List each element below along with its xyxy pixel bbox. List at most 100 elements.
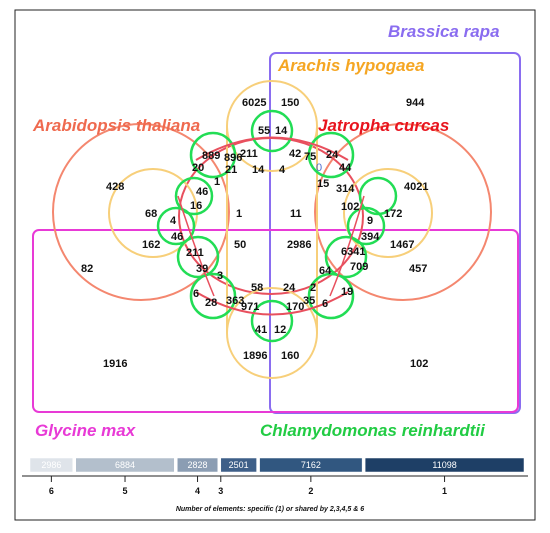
- count: 15: [317, 178, 329, 190]
- count: 172: [384, 208, 402, 220]
- count: 42: [289, 148, 301, 160]
- count: 24: [326, 149, 339, 161]
- summary-bar-chart: 2986 6884 2828 2501 7162 11098: [29, 457, 525, 473]
- summary-bar-label: 2828: [188, 460, 208, 470]
- count: 394: [361, 231, 380, 243]
- count: 6341: [341, 246, 365, 258]
- count: 211: [240, 148, 258, 160]
- summary-tick-label: 2: [308, 486, 313, 496]
- chlamy-circle-2: [189, 131, 237, 179]
- count: 6: [322, 298, 328, 310]
- summary-bar: [259, 457, 363, 473]
- count: 28: [205, 297, 217, 309]
- count: 46: [171, 231, 183, 243]
- count: 24: [283, 282, 296, 294]
- chlamy-circle-3: [307, 131, 355, 179]
- count: 44: [339, 162, 352, 174]
- count: 82: [81, 263, 93, 275]
- chlamy-circle-1: [250, 109, 294, 153]
- count: 50: [234, 239, 246, 251]
- summary-bar: [220, 457, 257, 473]
- count: 1467: [390, 239, 414, 251]
- summary-tick-label: 4: [195, 486, 200, 496]
- count: 896: [224, 152, 242, 164]
- count: 19: [341, 286, 353, 298]
- count: 12: [274, 324, 286, 336]
- count: 64: [319, 265, 332, 277]
- count: 2986: [287, 239, 311, 251]
- count: 944: [406, 97, 425, 109]
- chlamy-circle-9: [324, 235, 368, 279]
- summary-bar-label: 2986: [41, 460, 61, 470]
- chlamy-circle-7: [346, 206, 386, 246]
- count: 4: [170, 215, 177, 227]
- count: 58: [251, 282, 263, 294]
- count: 16: [190, 200, 202, 212]
- count: 4: [279, 164, 286, 176]
- count: 160: [281, 350, 299, 362]
- summary-bar-label: 2501: [229, 460, 249, 470]
- chlamy-circle-4: [174, 176, 214, 216]
- count: 14: [275, 125, 288, 137]
- count: 3: [217, 270, 223, 282]
- summary-bar: [75, 457, 175, 473]
- count: 170: [286, 301, 304, 313]
- count: 1916: [103, 358, 127, 370]
- count: 971: [241, 301, 259, 313]
- chlamy-circle-8: [176, 235, 220, 279]
- count: 102: [410, 358, 428, 370]
- label-brassica-rapa: Brassica rapa: [388, 22, 500, 41]
- summary-tick-label: 3: [218, 486, 223, 496]
- count: 1896: [243, 350, 267, 362]
- label-glycine-max: Glycine max: [35, 421, 137, 440]
- count: 21: [225, 164, 237, 176]
- count: 1: [214, 176, 220, 188]
- count: 889: [202, 150, 220, 162]
- glycine-max-set: [32, 229, 519, 413]
- count: 9: [367, 215, 373, 227]
- count: 11: [290, 208, 302, 220]
- label-jatropha-curcas: Jatropha curcas: [318, 116, 449, 135]
- count: 35: [303, 295, 315, 307]
- chlamy-circle-12: [250, 299, 294, 343]
- summary-tick-label: 5: [123, 486, 128, 496]
- count: 2: [310, 282, 316, 294]
- count: 6: [193, 288, 199, 300]
- summary-bar-label: 6884: [115, 460, 135, 470]
- label-chlamydomonas-reinhardtii: Chlamydomonas reinhardtii: [260, 421, 486, 440]
- summary-bar-label: 11098: [432, 460, 456, 470]
- count: 41: [255, 324, 267, 336]
- count: 457: [409, 263, 427, 275]
- label-arabidopsis-thaliana: Arabidopsis thaliana: [32, 116, 200, 135]
- count: 6025: [242, 97, 266, 109]
- figure-frame: [14, 9, 536, 521]
- chlamy-circle-10: [189, 272, 237, 320]
- summary-tick-label: 6: [49, 486, 54, 496]
- summary-caption: Number of elements: specific (1) or shar…: [176, 506, 364, 513]
- arabidopsis-thaliana-set: [52, 123, 230, 301]
- count: 39: [196, 263, 208, 275]
- count: 46: [196, 186, 208, 198]
- count: 709: [350, 261, 368, 273]
- count: 14: [252, 164, 265, 176]
- chlamy-circle-6: [156, 206, 196, 246]
- jatropha-curcas-set: [314, 123, 492, 301]
- count: 75: [304, 151, 316, 163]
- count: 428: [106, 181, 124, 193]
- arachis-right-circle: [343, 168, 433, 258]
- count: 0: [316, 162, 322, 174]
- count: 20: [192, 162, 204, 174]
- count: 211: [186, 247, 204, 259]
- count: 55: [258, 125, 270, 137]
- count: 363: [226, 295, 244, 307]
- summary-bar-label: 7162: [301, 460, 321, 470]
- count: 314: [336, 183, 355, 195]
- summary-ticks: 6 5 4 3 2 1: [49, 476, 447, 496]
- count: 102: [341, 201, 359, 213]
- summary-bar: [177, 457, 219, 473]
- summary-tick-label: 1: [442, 486, 447, 496]
- summary-bar: [364, 457, 525, 473]
- summary-bar: [29, 457, 73, 473]
